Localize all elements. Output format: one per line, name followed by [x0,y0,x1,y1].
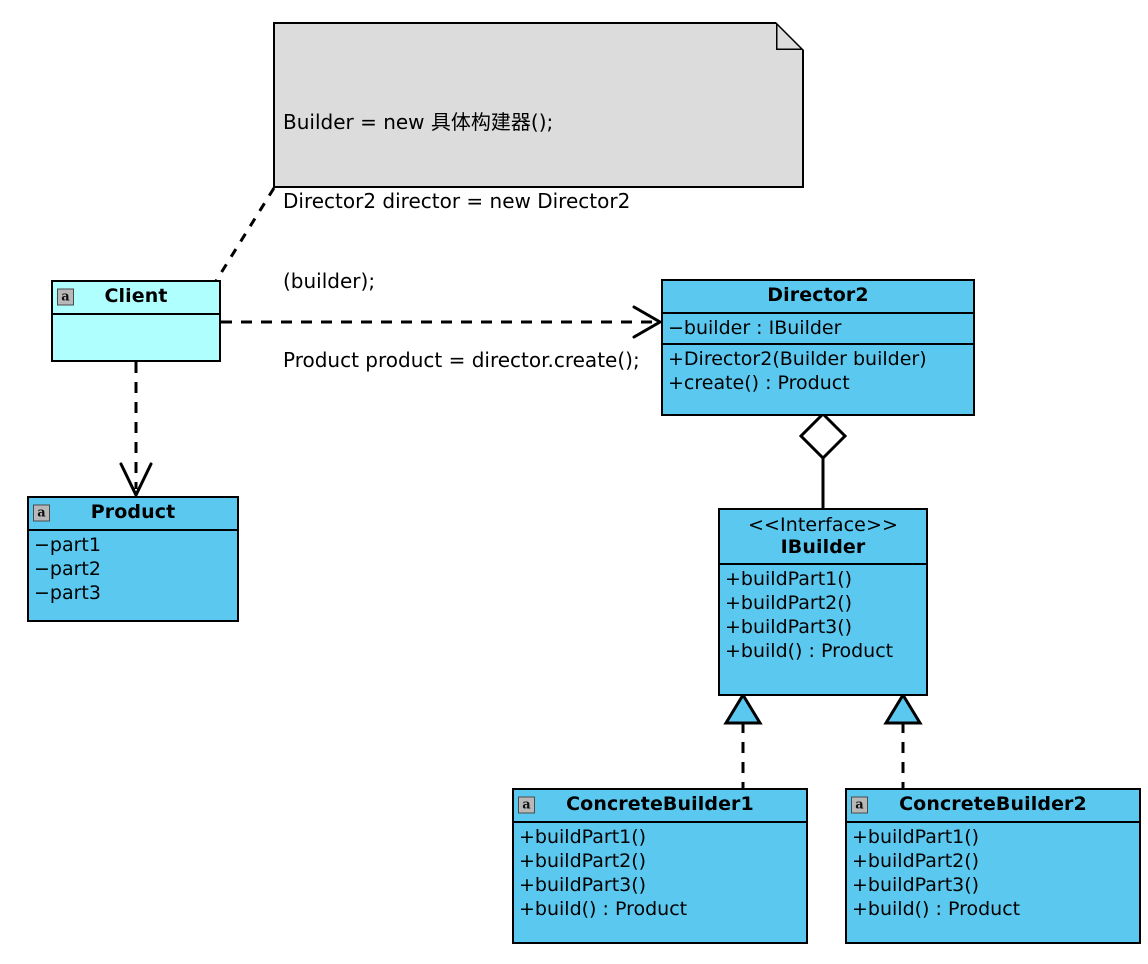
operation-row: +build() : Product [852,898,1021,921]
class-box-concretebuilder2[interactable]: a ConcreteBuilder2 +buildPart1() +buildP… [845,788,1141,944]
concretebuilder1-class-name: ConcreteBuilder1 [566,793,754,815]
product-class-name: Product [90,501,176,523]
operation-row: +buildPart3() [725,616,853,639]
class-file-icon: a [518,796,535,814]
product-attributes-compartment: −part1 −part2 −part3 [29,528,237,608]
class-box-director2[interactable]: Director2 −builder : IBuilder +Director2… [661,279,975,416]
ibuilder-class-name: IBuilder [780,536,866,559]
director2-title-bar: Director2 [663,281,973,312]
operation-row: +buildPart3() [519,874,647,897]
note-fold-corner [776,22,804,50]
operation-row: +buildPart2() [519,850,647,873]
operation-row: +buildPart1() [725,568,853,591]
operation-row: +Director2(Builder builder) [668,348,927,371]
note-line-2: Director2 director = new Director2 [283,189,631,214]
note-line-4: Product product = director.create(); [283,347,640,372]
class-box-ibuilder[interactable]: <<Interface>> IBuilder +buildPart1() +bu… [718,508,928,696]
note-line-1: Builder = new 具体构建器(); [283,110,554,135]
class-file-icon: a [851,796,868,814]
client-title-bar: a Client [53,282,219,313]
client-class-name: Client [104,285,168,307]
attribute-row: −builder : IBuilder [668,316,842,339]
note-line-3: (builder); [283,268,376,293]
client-members-compartment [53,312,219,360]
realization-triangle-builder2 [883,692,923,725]
attribute-row: −part1 [34,533,101,556]
aggregation-diamond [798,411,848,461]
director2-attributes-compartment: −builder : IBuilder [663,311,973,343]
ibuilder-title-bar: <<Interface>> IBuilder [720,510,926,563]
operation-row: +build() : Product [725,640,894,663]
concretebuilder1-operations-compartment: +buildPart1() +buildPart2() +buildPart3(… [514,820,806,925]
product-title-bar: a Product [29,498,237,529]
operation-row: +buildPart2() [725,592,853,615]
concretebuilder2-operations-compartment: +buildPart1() +buildPart2() +buildPart3(… [847,820,1139,925]
client-to-product-arrowhead [119,462,153,499]
class-file-icon: a [57,288,74,306]
operation-row: +create() : Product [668,372,850,395]
operation-row: +buildPart1() [519,825,647,848]
note-to-client-anchor [214,187,276,282]
director2-class-name: Director2 [767,284,869,306]
director2-operations-compartment: +Director2(Builder builder) +create() : … [663,343,973,398]
class-file-icon: a [33,504,50,522]
concretebuilder2-title-bar: a ConcreteBuilder2 [847,790,1139,821]
operation-row: +buildPart3() [852,874,980,897]
attribute-row: −part3 [34,582,101,605]
attribute-row: −part2 [34,558,101,581]
class-box-concretebuilder1[interactable]: a ConcreteBuilder1 +buildPart1() +buildP… [512,788,808,944]
concretebuilder2-class-name: ConcreteBuilder2 [899,793,1087,815]
realization-triangle-builder1 [723,692,763,725]
operation-row: +buildPart1() [852,825,980,848]
ibuilder-operations-compartment: +buildPart1() +buildPart2() +buildPart3(… [720,563,926,667]
concretebuilder1-title-bar: a ConcreteBuilder1 [514,790,806,821]
operation-row: +buildPart2() [852,850,980,873]
operation-row: +build() : Product [519,898,688,921]
code-note: Builder = new 具体构建器(); Director2 directo… [273,22,804,372]
class-box-product[interactable]: a Product −part1 −part2 −part3 [27,496,239,622]
interface-stereotype: <<Interface>> [747,514,899,536]
class-box-client[interactable]: a Client [51,280,221,362]
